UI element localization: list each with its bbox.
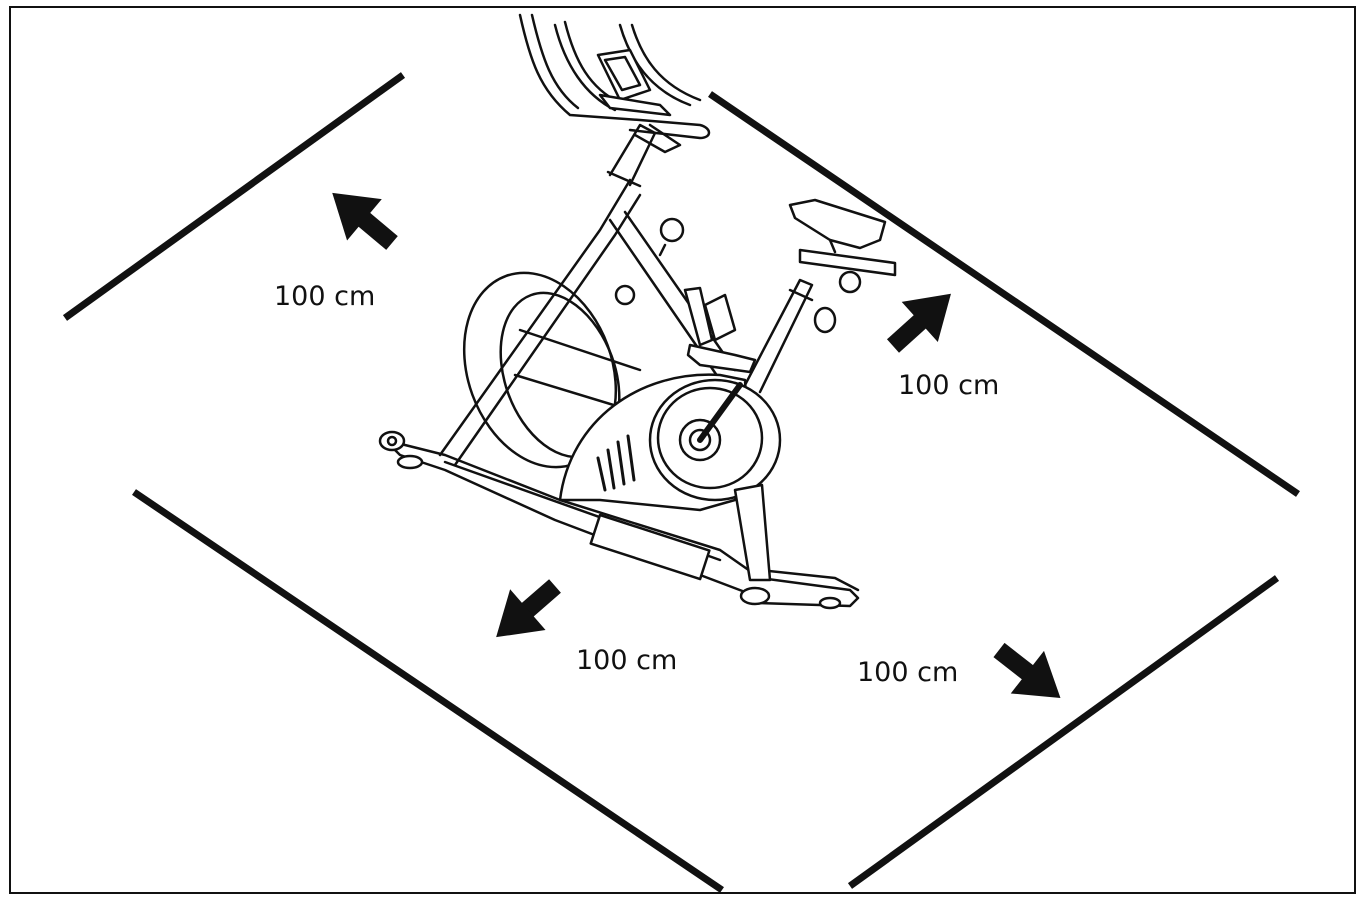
boundary-line-lower-left [132,489,724,893]
distance-label-upper-right: 100 cm [898,370,1000,401]
distance-label-lower-right: 100 cm [857,657,959,688]
boundary-line-lower-right [847,575,1280,889]
distance-label-upper-left: 100 cm [274,281,376,312]
arrow-up-right-icon [886,293,951,353]
distance-label-lower-left: 100 cm [576,645,678,676]
arrow-down-left-icon [496,579,561,638]
exercise-bike-illustration [378,13,897,610]
boundary-line-upper-right [708,91,1300,497]
boundary-line-upper-left [62,72,406,321]
arrow-up-left-icon [332,192,398,250]
diagram-border [9,6,1356,894]
arrow-down-right-icon [993,642,1061,699]
